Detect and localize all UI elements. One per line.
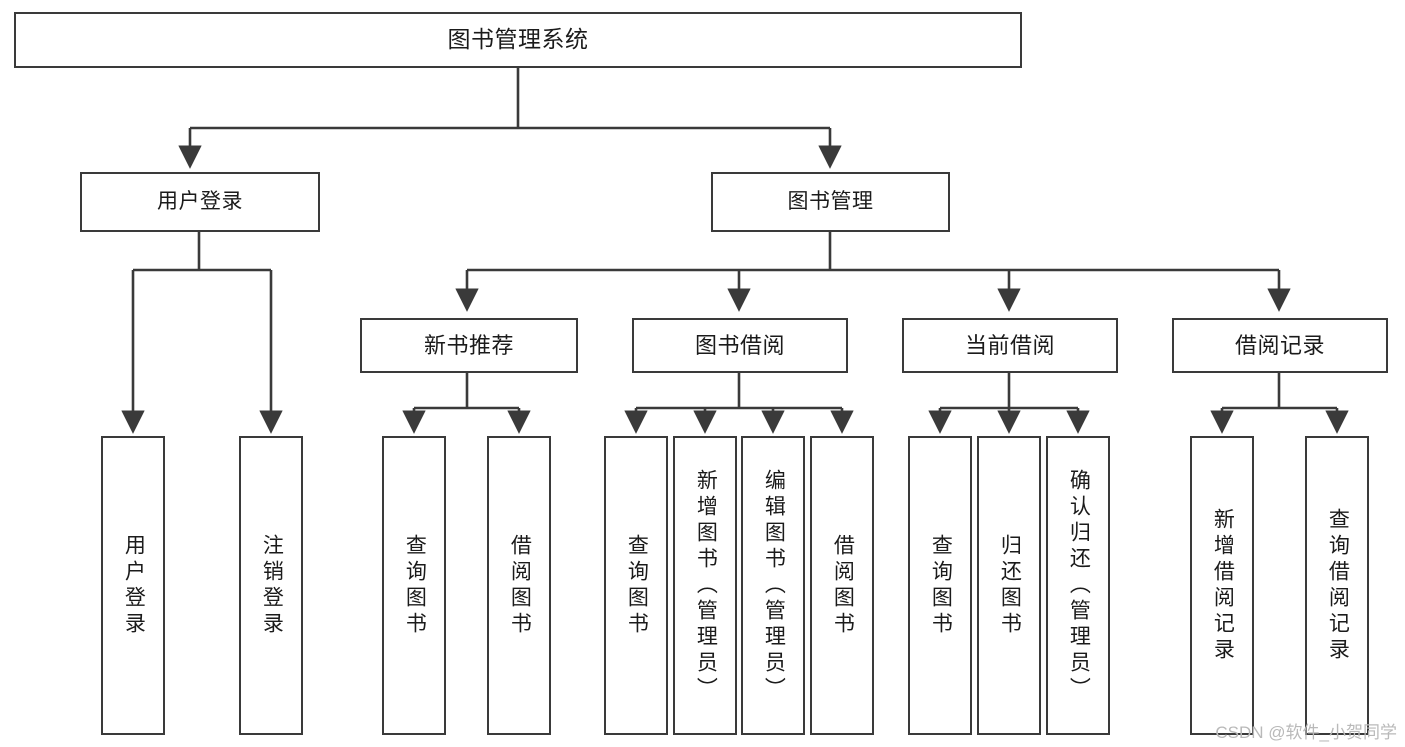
node-leaf-logout-login[interactable]: 注销登录 <box>239 436 303 735</box>
node-leaf-edit-book-label: 编辑图书（管理员） <box>762 468 786 703</box>
node-new-book-recommend-label: 新书推荐 <box>423 332 514 358</box>
node-book-manage-label: 图书管理 <box>787 189 874 213</box>
node-leaf-query-book-2[interactable]: 查询图书 <box>604 436 668 735</box>
node-leaf-add-record-label: 新增借阅记录 <box>1211 507 1235 664</box>
node-user-login[interactable]: 用户登录 <box>80 172 320 232</box>
node-leaf-return-book-label: 归还图书 <box>998 533 1022 638</box>
node-current-borrow-label: 当前借阅 <box>964 332 1055 358</box>
node-new-book-recommend[interactable]: 新书推荐 <box>360 318 578 373</box>
node-root-label: 图书管理系统 <box>447 26 589 53</box>
node-leaf-add-book[interactable]: 新增图书（管理员） <box>673 436 737 735</box>
node-borrow-record[interactable]: 借阅记录 <box>1172 318 1388 373</box>
node-leaf-query-book-3-label: 查询图书 <box>929 533 953 638</box>
node-leaf-add-book-label: 新增图书（管理员） <box>694 468 718 703</box>
node-leaf-user-login-label: 用户登录 <box>122 533 146 638</box>
node-leaf-add-record[interactable]: 新增借阅记录 <box>1190 436 1254 735</box>
node-leaf-query-book-1-label: 查询图书 <box>403 533 427 638</box>
node-leaf-confirm-return[interactable]: 确认归还（管理员） <box>1046 436 1110 735</box>
node-user-login-label: 用户登录 <box>157 189 243 213</box>
node-leaf-edit-book[interactable]: 编辑图书（管理员） <box>741 436 805 735</box>
node-book-borrow-label: 图书借阅 <box>694 332 785 358</box>
node-leaf-query-record-label: 查询借阅记录 <box>1326 507 1350 664</box>
node-leaf-borrow-book-1-label: 借阅图书 <box>508 533 532 638</box>
node-leaf-query-record[interactable]: 查询借阅记录 <box>1305 436 1369 735</box>
node-borrow-record-label: 借阅记录 <box>1234 332 1325 358</box>
node-root[interactable]: 图书管理系统 <box>14 12 1022 68</box>
node-book-borrow[interactable]: 图书借阅 <box>632 318 848 373</box>
node-leaf-confirm-return-label: 确认归还（管理员） <box>1067 468 1091 703</box>
node-leaf-query-book-1[interactable]: 查询图书 <box>382 436 446 735</box>
node-leaf-borrow-book-2-label: 借阅图书 <box>831 533 855 638</box>
node-leaf-borrow-book-1[interactable]: 借阅图书 <box>487 436 551 735</box>
watermark-text: CSDN @软件_小贺同学 <box>1215 723 1397 742</box>
node-leaf-logout-login-label: 注销登录 <box>260 533 284 638</box>
node-leaf-query-book-3[interactable]: 查询图书 <box>908 436 972 735</box>
node-book-manage[interactable]: 图书管理 <box>711 172 950 232</box>
node-leaf-query-book-2-label: 查询图书 <box>625 533 649 638</box>
node-leaf-user-login[interactable]: 用户登录 <box>101 436 165 735</box>
node-leaf-return-book[interactable]: 归还图书 <box>977 436 1041 735</box>
node-current-borrow[interactable]: 当前借阅 <box>902 318 1118 373</box>
node-leaf-borrow-book-2[interactable]: 借阅图书 <box>810 436 874 735</box>
